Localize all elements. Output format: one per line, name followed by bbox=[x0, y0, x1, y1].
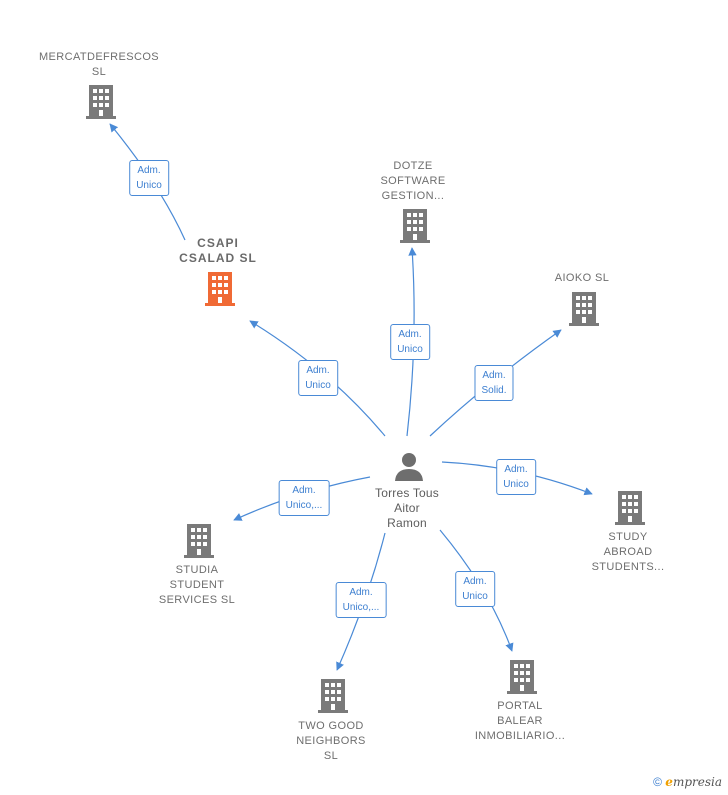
building-icon[interactable] bbox=[318, 679, 348, 713]
central-person-label[interactable]: Torres Tous Aitor Ramon bbox=[374, 486, 440, 530]
building-icon-highlighted[interactable] bbox=[205, 272, 235, 306]
edge-label-aioko[interactable]: Adm. Solid. bbox=[474, 365, 514, 401]
company-label-study-abroad[interactable]: STUDY ABROAD STUDENTS... bbox=[591, 531, 665, 573]
edge-label-dotze[interactable]: Adm. Unico bbox=[390, 324, 430, 360]
company-label-portal-balear[interactable]: PORTAL BALEAR INMOBILIARIO... bbox=[474, 700, 566, 742]
building-icon[interactable] bbox=[507, 660, 537, 694]
empresia-watermark: © empresia bbox=[653, 775, 722, 789]
building-icon[interactable] bbox=[400, 209, 430, 243]
company-label-mercatdefrescos[interactable]: MERCATDEFRESCOS SL bbox=[38, 51, 160, 78]
building-icon[interactable] bbox=[569, 292, 599, 326]
company-label-studia[interactable]: STUDIA STUDENT SERVICES SL bbox=[158, 564, 236, 606]
copyright-symbol: © bbox=[653, 775, 662, 789]
edge-label-study-abroad[interactable]: Adm. Unico bbox=[496, 459, 536, 495]
edge-label-two-good-neighbors[interactable]: Adm. Unico,... bbox=[335, 582, 387, 618]
brand-logo-text: mpresia bbox=[672, 775, 722, 789]
person-icon[interactable] bbox=[393, 450, 425, 482]
building-icon[interactable] bbox=[184, 524, 214, 558]
brand-logo-e: e bbox=[665, 775, 673, 789]
building-icon[interactable] bbox=[86, 85, 116, 119]
company-label-csapi[interactable]: CSAPI CSALAD SL bbox=[179, 236, 257, 265]
company-label-two-good-neighbors[interactable]: TWO GOOD NEIGHBORS SL bbox=[296, 720, 366, 762]
building-icon[interactable] bbox=[615, 491, 645, 525]
edge-label-studia[interactable]: Adm. Unico,... bbox=[278, 480, 330, 516]
company-label-aioko[interactable]: AIOKO SL bbox=[554, 272, 610, 284]
edge-label-portal-balear[interactable]: Adm. Unico bbox=[455, 571, 495, 607]
edge-label-mercatdefrescos[interactable]: Adm. Unico bbox=[129, 160, 169, 196]
edge-label-csapi[interactable]: Adm. Unico bbox=[298, 360, 338, 396]
company-label-dotze[interactable]: DOTZE SOFTWARE GESTION... bbox=[380, 160, 446, 202]
